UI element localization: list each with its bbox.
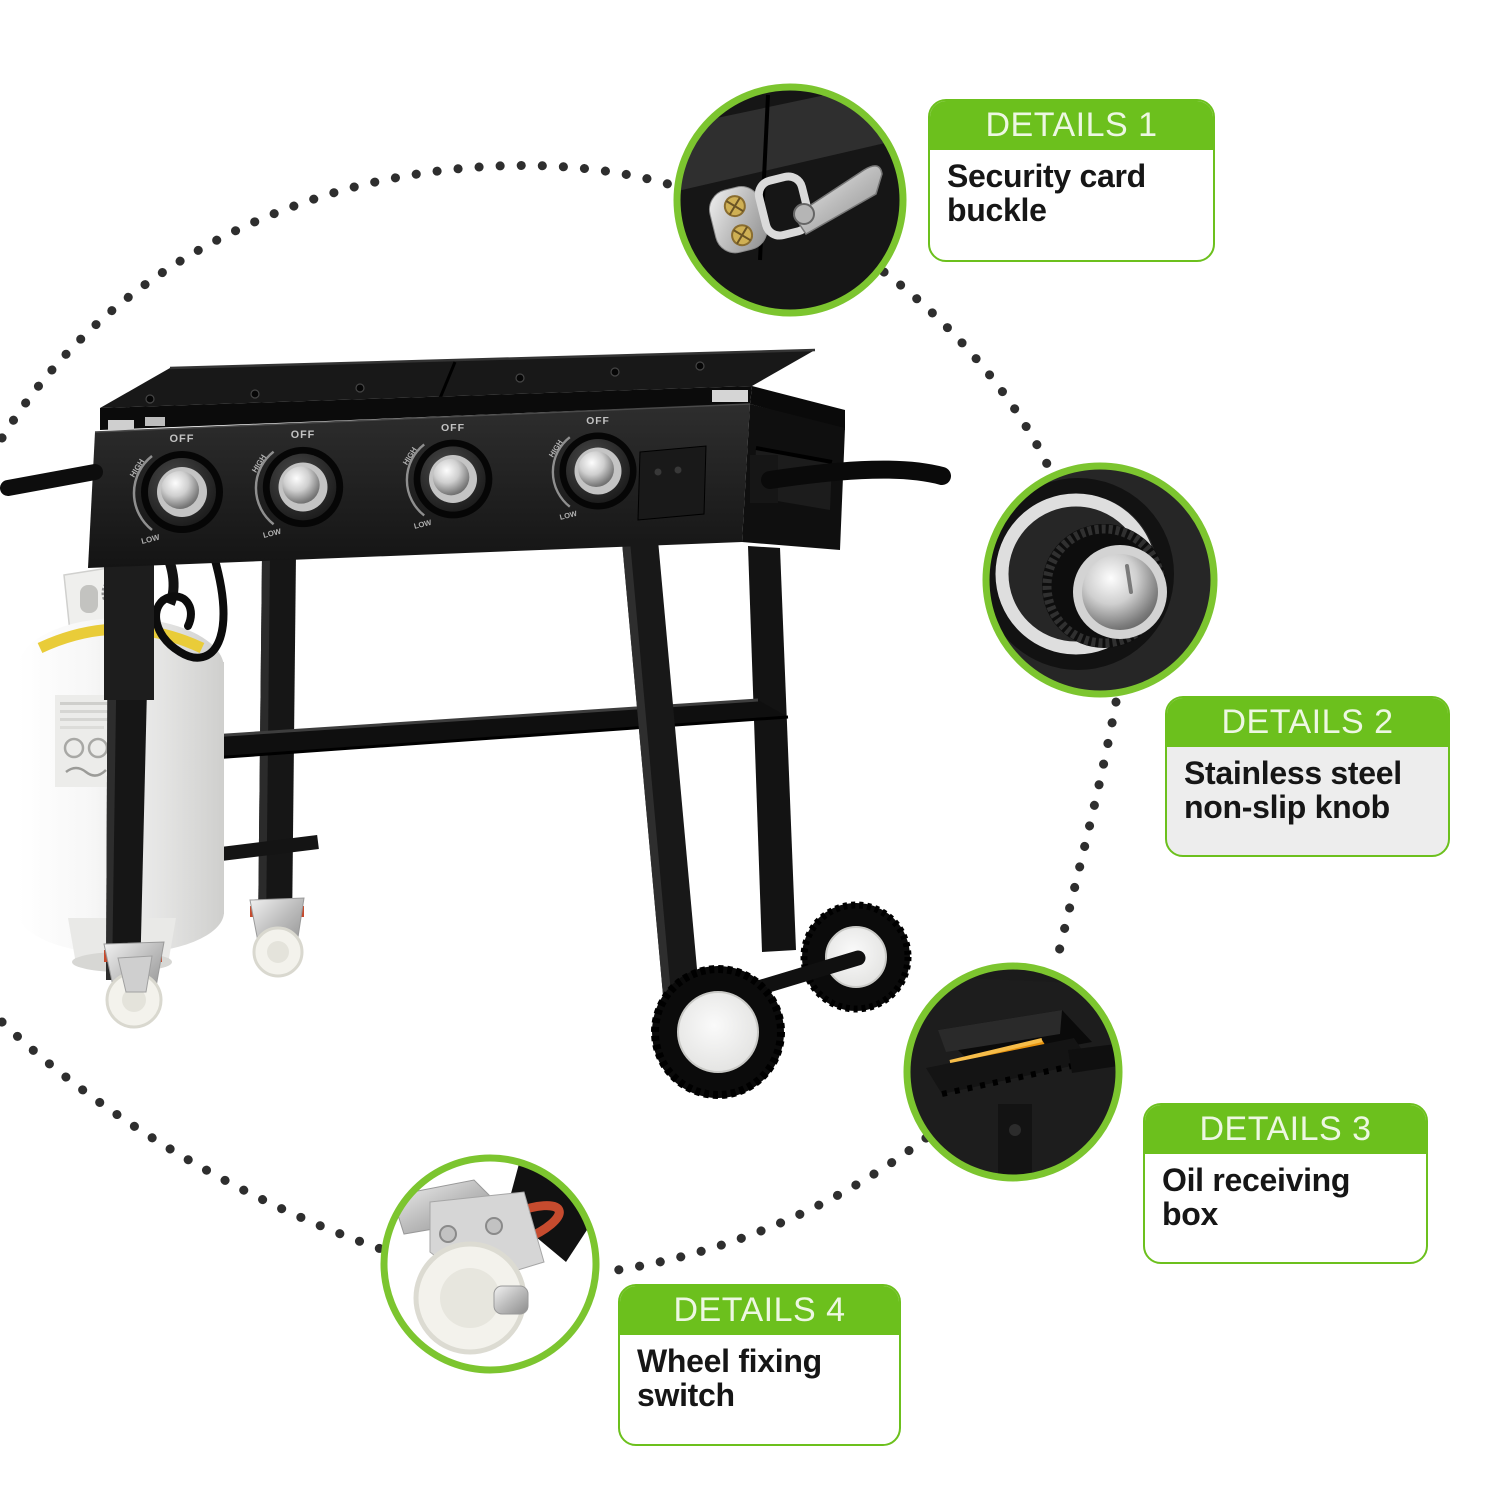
knob-off-label: OFF (586, 416, 609, 427)
front-right-leg (622, 540, 700, 1006)
detail-photo-stainless-knob (982, 462, 1218, 698)
knob-off-label: OFF (441, 422, 465, 434)
top-latch-silver (712, 390, 748, 402)
oil-box-illustration (907, 975, 1119, 1178)
detail-label-4-description: Wheel fixing switch (637, 1343, 822, 1413)
knob-illustration (986, 478, 1174, 670)
dotted-arc-top-left (0, 161, 673, 443)
detail-photo-wheel-switch (380, 1154, 600, 1374)
side-handle-left (0, 464, 103, 496)
detail-label-3: DETAILS 3 Oil receiving box (1143, 1103, 1428, 1264)
knob-off-label: OFF (291, 429, 315, 441)
side-handle-right (750, 455, 951, 503)
detail-label-3-description: Oil receiving box (1162, 1162, 1351, 1232)
igniter-box (637, 445, 707, 521)
griddle-product-illustration: OFF HIGH LOW OFF HIGH LOW OFF HIGH LOW O… (0, 348, 951, 1099)
detail-photo-security-buckle (673, 83, 907, 317)
transport-wheel-front (651, 965, 785, 1099)
gas-hose (152, 546, 228, 662)
knob-low-label: LOW (413, 518, 433, 531)
burner-knob-1: OFF HIGH LOW (128, 433, 223, 546)
rear-right-leg (748, 546, 796, 952)
top-screws (145, 361, 705, 404)
burner-knob-3: OFF HIGH LOW (401, 422, 493, 531)
detail-label-2-header: DETAILS 2 (1167, 698, 1448, 747)
detail-photo-oil-box (903, 962, 1123, 1182)
dotted-arc-d3-d4 (599, 1133, 931, 1277)
burner-knob-4: OFF HIGH LOW (547, 416, 637, 522)
dotted-connector-circle (0, 161, 1121, 1277)
knob-low-label: LOW (140, 533, 161, 546)
dotted-arc-bottom-left (0, 1017, 389, 1255)
knob-low-label: LOW (559, 509, 579, 522)
front-left-leg (104, 560, 154, 980)
caster-wheel-front-left (103, 941, 165, 1029)
detail-label-4-header: DETAILS 4 (620, 1286, 899, 1335)
detail-label-3-header: DETAILS 3 (1145, 1105, 1426, 1154)
dotted-arc-d1-d2 (879, 267, 1053, 471)
burner-knob-2: OFF HIGH LOW (250, 429, 344, 540)
bottom-shelf (149, 698, 789, 762)
caster-illustration (391, 1160, 596, 1355)
detail-label-1: DETAILS 1 Security card buckle (928, 99, 1215, 262)
detail-label-1-description: Security card buckle (947, 158, 1146, 228)
dotted-arc-d2-d3 (1053, 697, 1121, 961)
detail-label-1-header: DETAILS 1 (930, 101, 1213, 150)
caster-wheel-front-right (249, 897, 305, 978)
knob-low-label: LOW (262, 527, 282, 540)
griddle-top (100, 348, 845, 430)
knob-off-label: OFF (170, 433, 195, 445)
detail-label-2-description: Stainless steel non-slip knob (1184, 755, 1402, 825)
detail-label-4: DETAILS 4 Wheel fixing switch (618, 1284, 901, 1446)
detail-label-2: DETAILS 2 Stainless steel non-slip knob (1165, 696, 1450, 857)
